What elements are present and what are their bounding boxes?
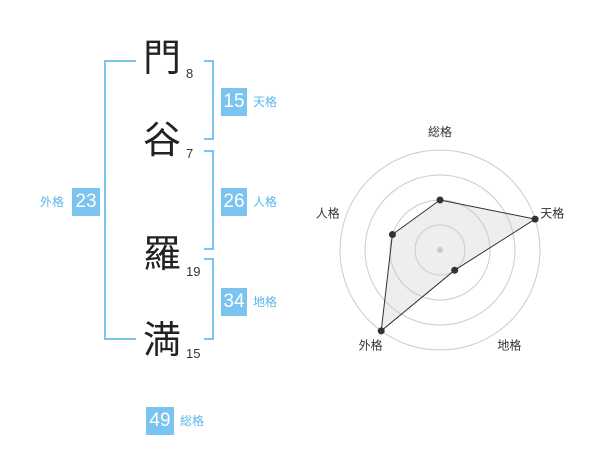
tenkaku-value-badge: 15 <box>221 88 247 116</box>
radar-point-1 <box>436 196 444 204</box>
name-char-1: 門 <box>142 36 181 80</box>
tenkaku-label: 天格 <box>253 95 278 109</box>
chikaku-label: 地格 <box>253 295 278 309</box>
stroke-count-4: 15 <box>186 346 201 361</box>
radar-point-5 <box>388 231 396 239</box>
name-char-3: 羅 <box>142 232 181 276</box>
stroke-count-2: 7 <box>186 146 194 161</box>
stroke-count-1: 8 <box>186 66 194 81</box>
radar-point-4 <box>377 327 385 335</box>
radar-point-3 <box>451 266 459 274</box>
radar-center-dot <box>437 247 443 253</box>
chikaku-bracket <box>204 258 214 340</box>
jinkaku-bracket <box>204 150 214 250</box>
radar-axis-label-3: 地格 <box>497 337 521 352</box>
radar-axis-label-1: 総格 <box>428 124 452 139</box>
jinkaku-value-badge: 26 <box>221 188 247 216</box>
name-char-4: 満 <box>142 318 181 362</box>
gaikaku-bracket <box>104 60 136 340</box>
chikaku-value-badge: 34 <box>221 288 247 316</box>
soukaku-value-badge: 49 <box>146 407 174 435</box>
radar-point-2 <box>531 215 539 223</box>
radar-axis-label-5: 人格 <box>316 206 340 221</box>
radar-axis-label-4: 外格 <box>359 337 383 352</box>
gaikaku-value-badge: 23 <box>72 188 100 216</box>
radar-area <box>380 199 537 333</box>
soukaku-label: 総格 <box>180 414 205 428</box>
radar-ring <box>339 149 541 351</box>
tenkaku-bracket <box>204 60 214 140</box>
radar-ring <box>364 174 516 326</box>
jinkaku-label: 人格 <box>253 195 278 209</box>
gaikaku-label: 外格 <box>40 195 65 209</box>
name-char-2: 谷 <box>142 118 181 162</box>
radar-axis-label-2: 天格 <box>540 206 564 221</box>
radar-ring <box>414 224 466 276</box>
stroke-count-3: 19 <box>186 264 201 279</box>
